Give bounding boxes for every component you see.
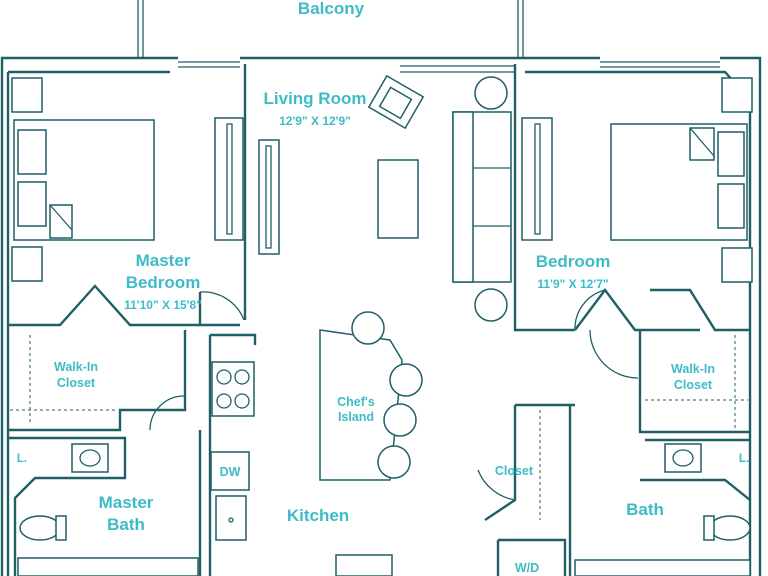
bedroom-label: Bedroom [536,252,611,271]
dishwasher-label: DW [220,465,241,479]
side-table [474,288,508,322]
master-toilet [19,515,67,541]
nightstand [721,77,753,113]
bedroom-bed [610,123,748,241]
master-bedroom-label-1: Master [136,251,191,270]
bath-tub [574,559,751,576]
coffee-table [377,159,419,239]
nightstand [11,246,43,282]
bath-label: Bath [626,500,664,519]
master-bath-label-1: Master [99,493,154,512]
kitchen-sink [215,495,247,541]
kitchen-counter [335,554,393,576]
walkin-closet-left-label-1: Walk-In [54,360,98,374]
interior-walls [8,64,751,576]
master-bedroom-label-2: Bedroom [126,273,201,292]
bath-toilet [703,515,751,541]
dresser-right [521,117,553,241]
bath-sink [664,443,702,473]
dishwasher [210,451,250,491]
living-room-dim: 12'9" X 12'9" [279,114,351,128]
stove [211,361,255,417]
dresser-left [214,117,244,241]
linen-closet-left-label: L. [17,453,27,465]
chefs-island-label-1: Chef's [337,395,375,409]
master-bath-sink [71,443,109,473]
master-bedroom-dim: 11'10" X 15'8" [124,298,202,312]
nightstand [11,77,43,113]
armchair [367,74,425,130]
walkin-closet-right-label-2: Closet [674,378,713,392]
bedroom-dim: 11'9" X 12'7" [537,277,608,291]
balcony-label: Balcony [298,0,365,18]
linen-closet-right-label: L. [739,453,749,465]
chefs-island [319,311,423,481]
side-table [474,76,508,110]
master-bath-label-2: Bath [107,515,145,534]
chefs-island-label-2: Island [338,410,374,424]
nightstand [721,247,753,283]
walkin-closet-left-label-2: Closet [57,376,96,390]
sofa [452,111,512,283]
master-tub [17,557,199,576]
living-room-furniture [258,74,512,322]
kitchen-label: Kitchen [287,506,349,525]
balcony: Balcony [137,0,524,58]
walkin-closet-right-label-1: Walk-In [671,362,715,376]
master-bed [13,119,155,241]
living-room-label: Living Room [264,89,367,108]
washer-dryer-label: W/D [515,561,539,575]
closet-label: Closet [495,464,534,478]
